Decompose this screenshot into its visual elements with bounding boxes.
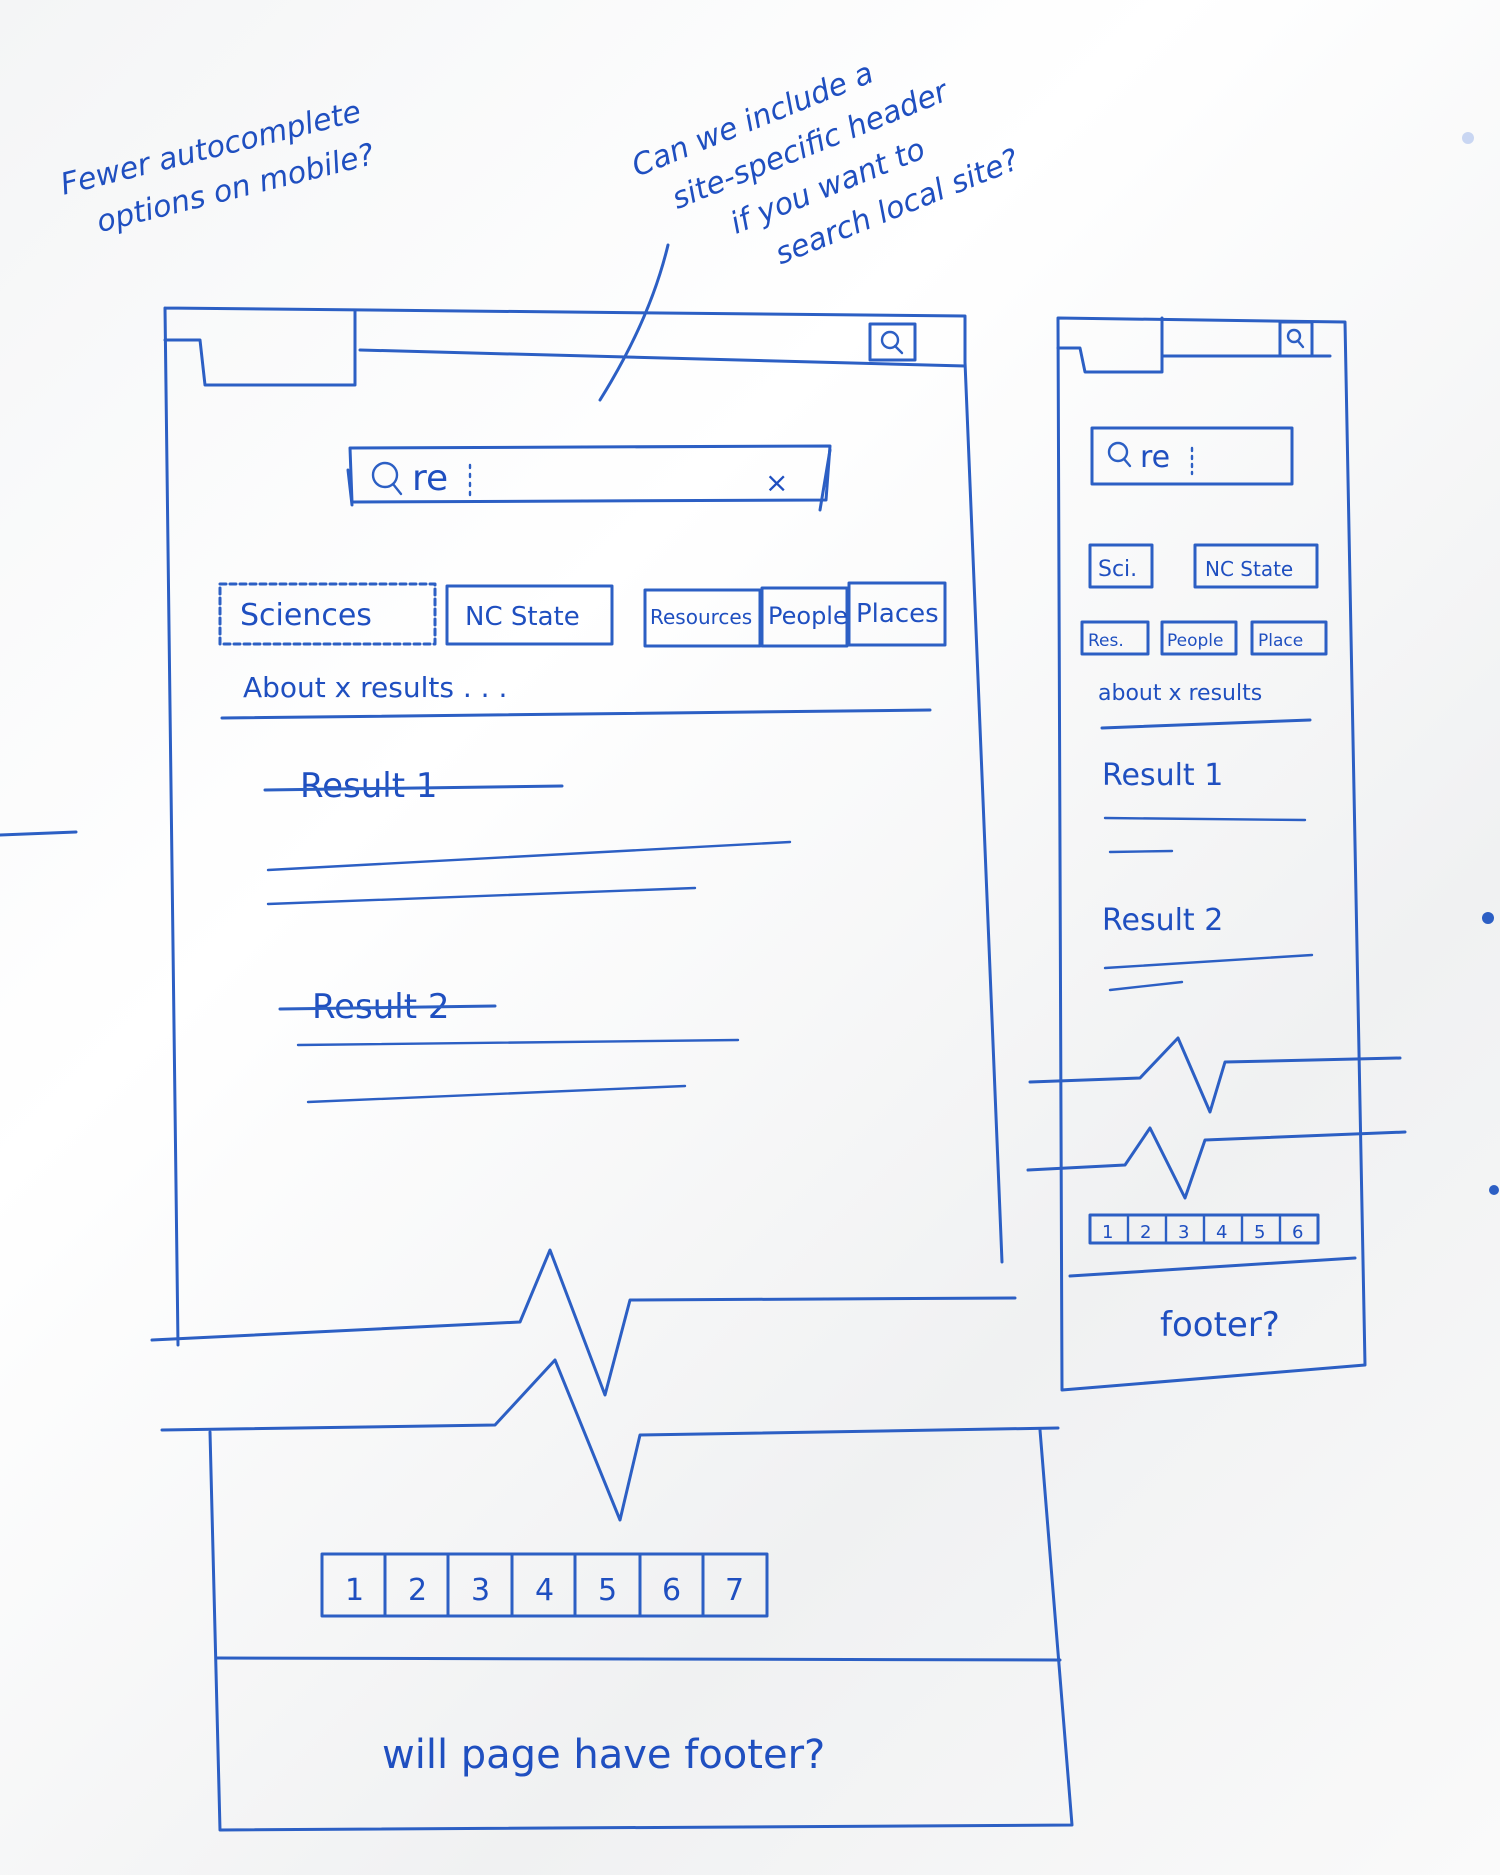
- mobile-filter-tabs: Sci. NC State Res. People Place: [1080, 543, 1328, 656]
- header-search-button[interactable]: [1278, 320, 1314, 358]
- mobile-logo-box: [1056, 316, 1164, 374]
- filter-nc-state[interactable]: [445, 584, 614, 646]
- desktop-header-line: [358, 348, 967, 368]
- strike-line: [278, 1004, 497, 1011]
- filter-label: Resources: [650, 605, 752, 629]
- search-result[interactable]: Result 1: [263, 766, 792, 906]
- result-title: Result 1: [1102, 758, 1223, 793]
- page-link[interactable]: 5: [598, 1573, 617, 1608]
- filter-nc-state[interactable]: [1193, 543, 1319, 589]
- filter-label: People: [768, 602, 848, 630]
- page-link[interactable]: 5: [1254, 1222, 1265, 1243]
- search-icon: [880, 330, 900, 350]
- search-icon: [1122, 457, 1132, 468]
- filter-label: Place: [1258, 631, 1303, 651]
- page-link[interactable]: 1: [345, 1573, 364, 1608]
- filter-label: NC State: [1205, 557, 1293, 581]
- page-link[interactable]: 2: [1140, 1222, 1151, 1243]
- desktop-logo-box: [163, 308, 357, 387]
- filter-places[interactable]: [1250, 620, 1328, 656]
- stray-dot: [1462, 132, 1474, 144]
- mobile-search-input[interactable]: re: [1090, 426, 1294, 486]
- desktop-wireframe: re × Sciences NC State Resources People …: [150, 306, 1074, 1832]
- filter-people[interactable]: [1160, 620, 1238, 656]
- result-snippet-line: [266, 886, 697, 906]
- results-summary: About x results . . .: [243, 671, 507, 704]
- desktop-filter-tabs: Sciences NC State Resources People Place…: [218, 581, 947, 648]
- mobile-pagination: 1 2 3 4 5 6: [1088, 1213, 1320, 1245]
- page-break-lower: [1026, 1126, 1407, 1200]
- result-snippet-line: [1103, 953, 1314, 970]
- page-link[interactable]: 3: [471, 1573, 490, 1608]
- search-icon: [1107, 441, 1129, 463]
- search-icon: [1296, 339, 1305, 349]
- filter-places[interactable]: [847, 581, 947, 647]
- search-icon: [371, 461, 399, 489]
- page-break-upper: [150, 1248, 1017, 1397]
- result-title: Result 1: [300, 766, 438, 806]
- stray-dot: [1489, 1185, 1499, 1195]
- stray-dot: [1482, 912, 1494, 924]
- filter-label: Places: [856, 599, 939, 629]
- results-summary: about x results: [1098, 681, 1262, 706]
- footer-divider: [1068, 1256, 1357, 1278]
- desktop-bottom-frame: [208, 1428, 1074, 1832]
- filter-sciences[interactable]: [218, 582, 437, 646]
- note-mobile-autocomplete: Fewer autocomplete options on mobile?: [57, 94, 378, 240]
- mobile-frame: [1056, 316, 1367, 1392]
- filter-sciences[interactable]: [1088, 543, 1154, 589]
- footer-question: footer?: [1160, 1305, 1280, 1345]
- filter-label: Sciences: [240, 598, 372, 633]
- note-site-header: Can we include a site-specific header if…: [627, 56, 1024, 272]
- search-icon: [893, 344, 904, 355]
- page-link[interactable]: 4: [1216, 1222, 1227, 1243]
- search-icon: [391, 482, 403, 496]
- search-result[interactable]: Result 1: [1102, 758, 1307, 854]
- result-snippet-line: [266, 840, 792, 872]
- filter-resources[interactable]: [643, 588, 762, 648]
- result-title: Result 2: [1102, 903, 1223, 938]
- filter-label: People: [1167, 631, 1223, 651]
- desktop-frame: [163, 306, 1004, 1347]
- page-link[interactable]: 6: [1292, 1222, 1303, 1243]
- footer-divider: [215, 1656, 1062, 1662]
- result-snippet-line: [1103, 816, 1307, 822]
- footer-question: will page have footer?: [382, 1732, 825, 1778]
- filter-label: Sci.: [1098, 557, 1137, 582]
- page-link[interactable]: 6: [662, 1573, 681, 1608]
- page-link[interactable]: 1: [1102, 1222, 1113, 1243]
- result-snippet-line: [1108, 980, 1184, 992]
- result-snippet-line: [296, 1038, 740, 1047]
- clear-icon[interactable]: ×: [765, 466, 788, 499]
- filter-people[interactable]: [760, 586, 849, 648]
- header-search-button[interactable]: [868, 322, 917, 362]
- search-input-value: re: [1140, 440, 1170, 475]
- filter-label: NC State: [465, 602, 580, 632]
- results-divider: [1100, 718, 1312, 730]
- stray-mark: [0, 830, 78, 837]
- result-snippet-line: [1108, 849, 1174, 854]
- search-input-value: re: [412, 458, 448, 499]
- page-link[interactable]: 3: [1178, 1222, 1189, 1243]
- pagination-frame: [320, 1552, 769, 1618]
- page-link[interactable]: 4: [535, 1573, 554, 1608]
- page-link[interactable]: 2: [408, 1573, 427, 1608]
- desktop-pagination: 1 2 3 4 5 6 7: [320, 1552, 769, 1618]
- filter-label: Res.: [1088, 631, 1124, 651]
- search-result[interactable]: Result 2: [278, 987, 740, 1104]
- filter-resources[interactable]: [1080, 620, 1150, 656]
- search-icon: [1286, 328, 1302, 344]
- page-break-upper: [1028, 1036, 1402, 1114]
- page-break-lower: [160, 1358, 1060, 1522]
- mobile-wireframe: re Sci. NC State Res. People Place about…: [1026, 316, 1407, 1392]
- desktop-search-input[interactable]: re ×: [346, 444, 832, 512]
- results-divider: [220, 708, 932, 720]
- search-result[interactable]: Result 2: [1102, 903, 1314, 992]
- page-link[interactable]: 7: [725, 1573, 744, 1608]
- strike-line: [263, 784, 564, 792]
- note-arrow: [598, 243, 670, 402]
- result-snippet-line: [306, 1084, 687, 1104]
